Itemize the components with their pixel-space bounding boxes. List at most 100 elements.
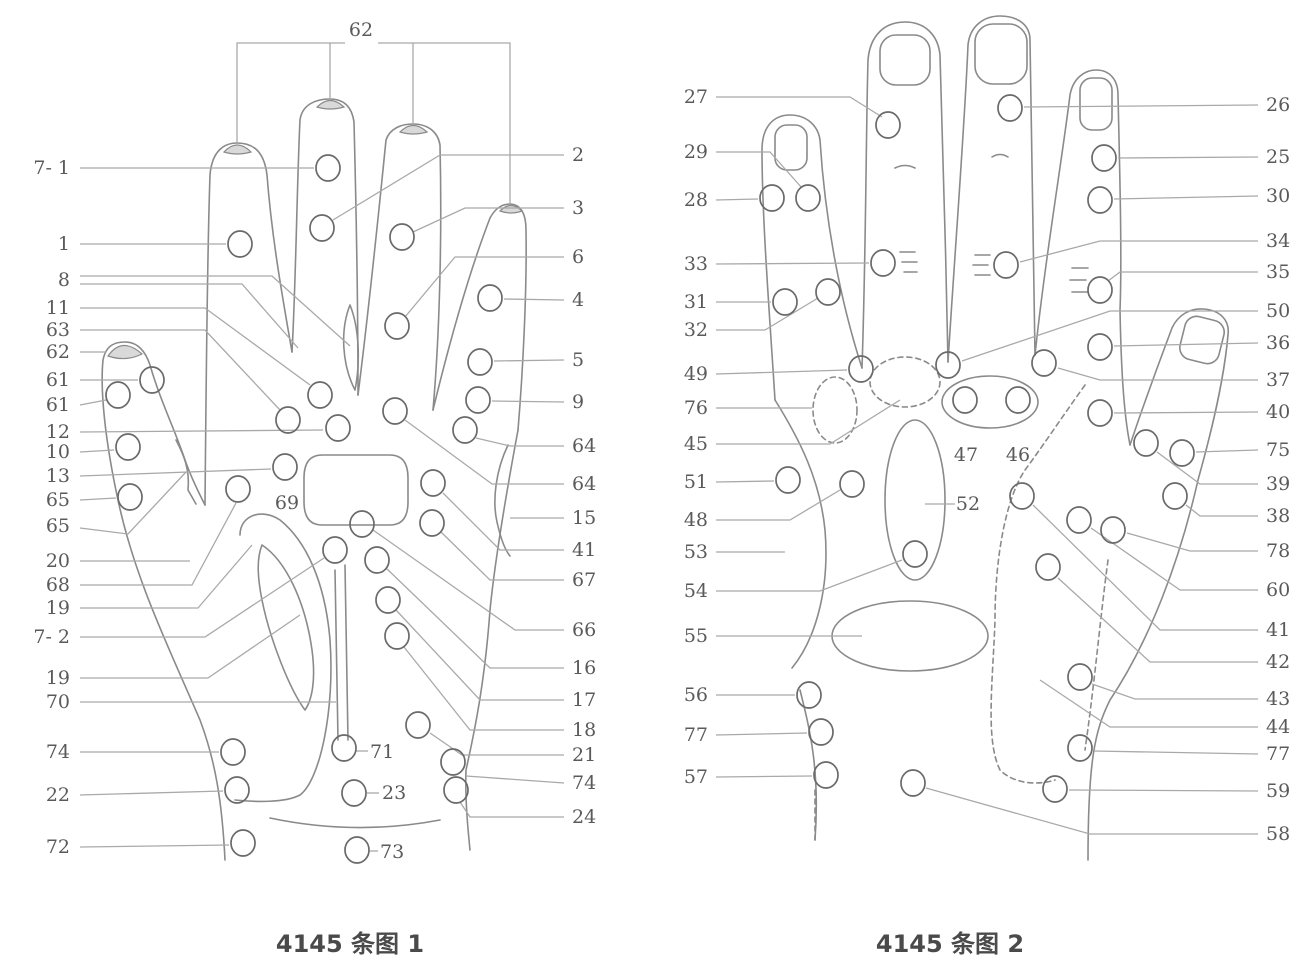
point-label-7-2: 7- 2 <box>33 626 70 648</box>
acupoint-marker <box>341 779 367 807</box>
point-label-59: 59 <box>1266 780 1290 802</box>
point-label-45: 45 <box>684 433 708 455</box>
leader-line <box>459 801 564 818</box>
acupoint-marker <box>875 111 901 139</box>
point-label-74: 74 <box>46 741 70 763</box>
point-label-25: 25 <box>1266 146 1290 168</box>
figure-1-hand <box>101 42 527 861</box>
point-label-37: 37 <box>1266 369 1290 391</box>
acupoint-marker <box>902 540 928 568</box>
acupoint-marker <box>325 414 351 442</box>
dorsal-contour <box>990 384 1086 784</box>
leader-line <box>79 790 224 796</box>
acupoint-marker <box>1067 734 1093 762</box>
leader-line <box>1091 683 1258 700</box>
wrist-arc <box>269 817 441 829</box>
point-label-64: 64 <box>572 435 596 457</box>
ring-fingernail <box>879 34 931 86</box>
leader-line <box>715 775 813 778</box>
point-label-20: 20 <box>46 550 70 572</box>
leader-line <box>80 614 301 679</box>
leader-line <box>1195 449 1259 453</box>
leader-line <box>1185 504 1258 517</box>
acupoint-marker <box>952 386 978 414</box>
thenar-inner-zone <box>257 544 315 711</box>
point-label-61: 61 <box>46 369 70 391</box>
leader-line <box>925 787 1258 835</box>
point-label-51: 51 <box>684 471 708 493</box>
acupoint-marker <box>224 776 250 804</box>
point-label-43: 43 <box>1266 688 1290 710</box>
point-label-29: 29 <box>684 141 708 163</box>
point-label-65: 65 <box>46 515 70 537</box>
point-label-15: 15 <box>572 507 596 529</box>
acupoint-marker <box>465 386 491 414</box>
finger-web-lens <box>342 304 360 391</box>
point-label-6: 6 <box>572 246 584 268</box>
leader-line <box>80 283 299 349</box>
acupoint-marker <box>997 94 1023 122</box>
leader-line <box>404 256 564 318</box>
acupoint-marker <box>467 348 493 376</box>
point-label-48: 48 <box>684 509 708 531</box>
point-label-76: 76 <box>684 397 708 419</box>
point-label-24: 24 <box>572 806 596 828</box>
index-finger-outline <box>204 142 293 506</box>
point-label-61: 61 <box>46 394 70 416</box>
acupoint-marker <box>309 214 335 242</box>
thumb-outline <box>1087 308 1229 861</box>
wrist-left-edge <box>799 689 818 841</box>
acupoint-marker <box>331 734 357 762</box>
acupoint-marker <box>1133 429 1159 457</box>
acupoint-marker <box>230 829 256 857</box>
acupoint-marker <box>405 711 431 739</box>
point-label-62: 62 <box>46 341 70 363</box>
acupoint-marker <box>900 769 926 797</box>
acupoint-marker <box>344 836 370 864</box>
acupoint-marker <box>935 351 961 379</box>
acupoint-marker <box>1009 482 1035 510</box>
point-label-16: 16 <box>572 657 596 679</box>
zone-76 <box>812 376 858 444</box>
point-label-28: 28 <box>684 189 708 211</box>
acupoint-marker <box>307 381 333 409</box>
thumbnail <box>1179 315 1225 365</box>
acupoint-marker <box>419 509 445 537</box>
palm-center-zone <box>303 454 409 526</box>
little-finger-outline <box>761 114 863 401</box>
leader-line <box>429 732 564 756</box>
point-label-58: 58 <box>1266 823 1290 845</box>
point-label-47: 47 <box>954 444 978 466</box>
leader-line <box>442 492 564 551</box>
thumb-outline <box>101 341 226 861</box>
point-label-44: 44 <box>1266 716 1290 738</box>
ring-finger-outline <box>357 123 442 411</box>
point-label-65: 65 <box>46 489 70 511</box>
acupoint-marker <box>813 761 839 789</box>
leader-line <box>1107 271 1258 282</box>
acupoint-marker <box>1087 399 1113 427</box>
leader-line <box>716 399 901 445</box>
hypothenar-contour <box>494 444 511 557</box>
leader-line <box>1019 240 1258 263</box>
point-label-2: 2 <box>572 144 584 166</box>
point-label-12: 12 <box>46 421 70 443</box>
acupoint-marker <box>1005 386 1031 414</box>
point-label-77: 77 <box>1266 743 1290 765</box>
leader-line <box>1113 195 1259 200</box>
middle-fingertip <box>315 99 346 110</box>
point-label-38: 38 <box>1266 505 1290 527</box>
point-label-19: 19 <box>46 597 70 619</box>
point-label-21: 21 <box>572 744 596 766</box>
point-label-5: 5 <box>572 349 584 371</box>
leader-line <box>80 502 237 586</box>
point-label-32: 32 <box>684 319 708 341</box>
point-label-53: 53 <box>684 541 708 563</box>
leader-line <box>715 198 759 201</box>
point-label-3: 3 <box>572 197 584 219</box>
acupoint-marker <box>220 738 246 766</box>
ring-fingertip <box>398 124 429 135</box>
acupoint-marker <box>139 366 165 394</box>
point-label-13: 13 <box>46 465 70 487</box>
acupoint-marker <box>440 748 466 776</box>
